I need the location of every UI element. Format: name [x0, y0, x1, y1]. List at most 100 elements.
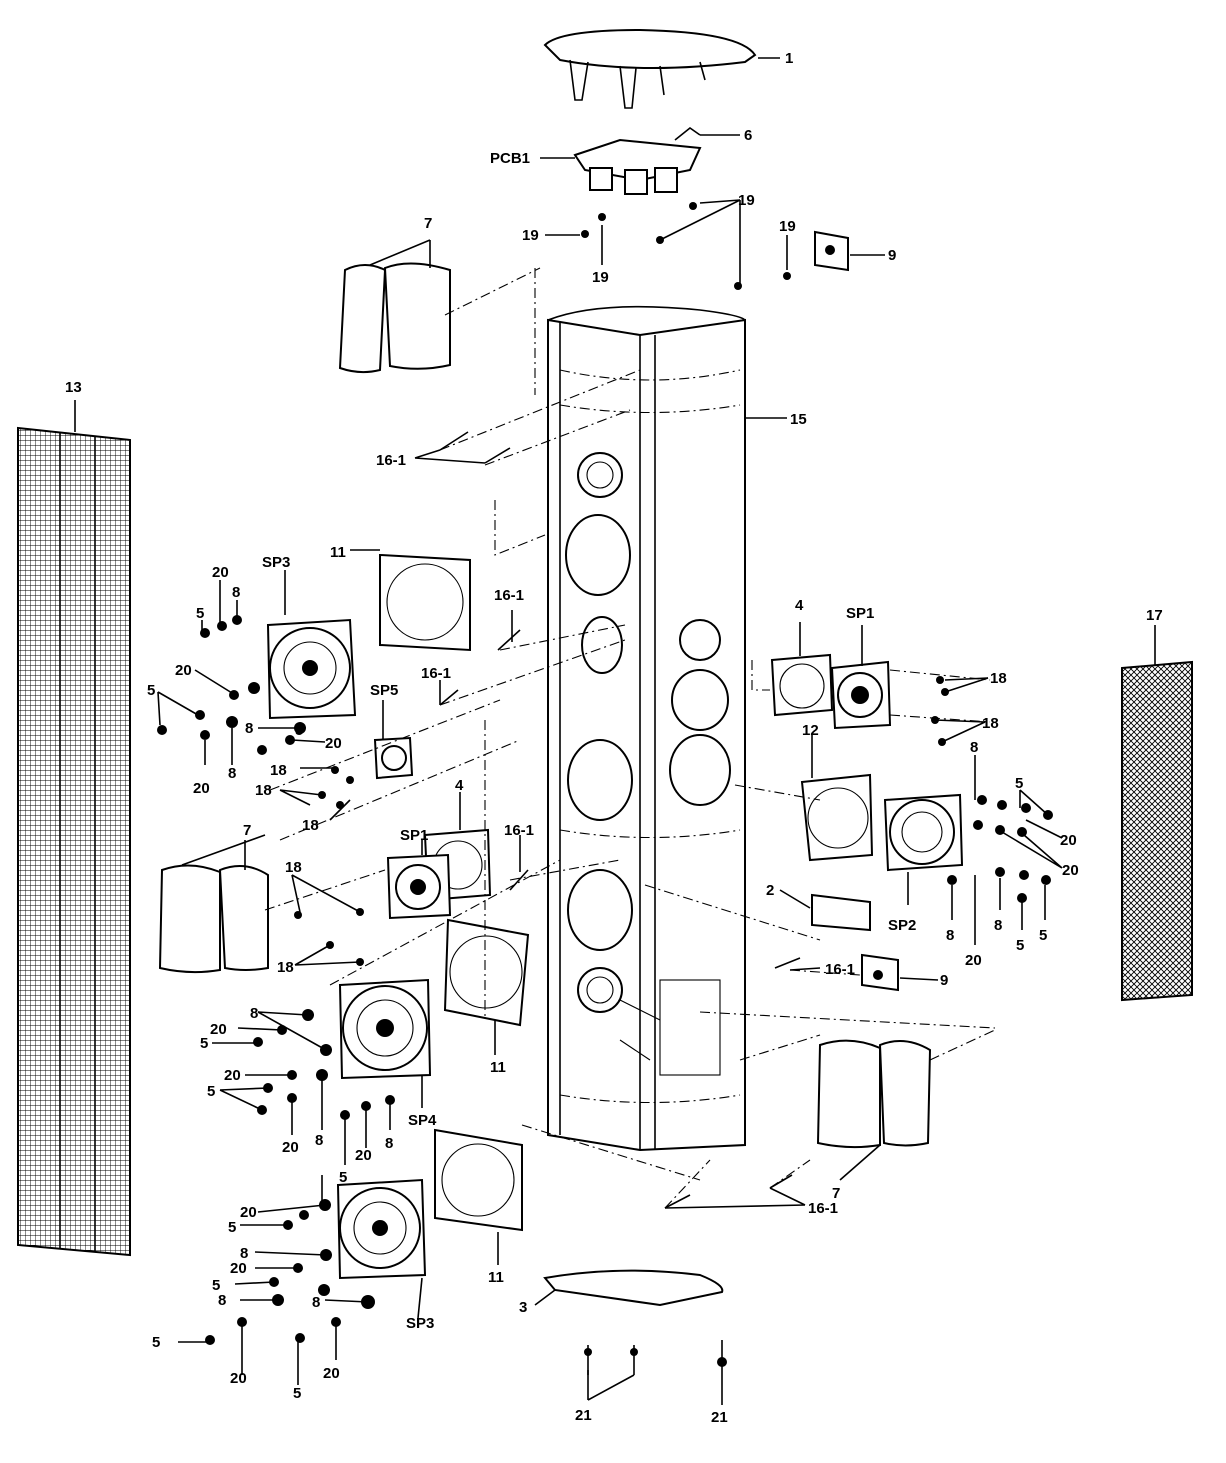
label-sp5: SP5 — [370, 682, 398, 699]
label-8-b: 8 — [245, 720, 253, 737]
label-20-j: 20 — [230, 1260, 247, 1277]
fasteners — [157, 202, 1053, 1345]
top-cap — [543, 28, 757, 109]
label-sp1-right: SP1 — [846, 605, 874, 622]
label-8-h: 8 — [218, 1292, 226, 1309]
label-19-b: 19 — [522, 227, 539, 244]
speaker-sp1-left — [386, 853, 452, 920]
label-13: 13 — [65, 379, 82, 396]
label-16-1-d: 16-1 — [504, 822, 534, 839]
label-8-f: 8 — [315, 1132, 323, 1149]
speaker-sp3-lower — [336, 1178, 427, 1280]
label-7-bottom: 7 — [832, 1185, 840, 1202]
label-12: 12 — [802, 722, 819, 739]
label-sp4: SP4 — [408, 1112, 437, 1129]
label-sp1-left: SP1 — [400, 827, 428, 844]
label-8-right: 8 — [970, 739, 978, 756]
label-18-e: 18 — [302, 817, 319, 834]
label-16-1-a: 16-1 — [376, 452, 406, 469]
speaker-sp5 — [373, 736, 414, 780]
foam-pad-mid — [158, 864, 269, 974]
speaker-sp1-right — [830, 660, 892, 730]
gasket-11-middle — [443, 918, 530, 1027]
gasket-12 — [800, 773, 874, 862]
wire-clips — [439, 431, 801, 1209]
gasket-11-upper — [379, 553, 471, 652]
label-18-f: 18 — [285, 859, 302, 876]
label-16-1-c: 16-1 — [421, 665, 451, 682]
label-20-b: 20 — [175, 662, 192, 679]
label-8-i: 8 — [312, 1294, 320, 1311]
label-5-c: 5 — [295, 722, 303, 739]
label-11-c: 11 — [488, 1269, 504, 1286]
label-18-c: 18 — [270, 762, 287, 779]
label-9-bottom: 9 — [940, 972, 948, 989]
callout-labels: 1 6 PCB1 7 19 19 19 19 9 13 15 16-1 11 S… — [65, 50, 1163, 1426]
label-plate-2 — [811, 893, 871, 932]
label-2: 2 — [766, 882, 774, 899]
label-21-a: 21 — [575, 1407, 592, 1424]
label-5-h: 5 — [212, 1277, 220, 1294]
label-sp3-a: SP3 — [262, 554, 290, 571]
front-grille — [17, 426, 131, 1257]
label-19-c: 19 — [592, 269, 609, 286]
label-sp3-b: SP3 — [406, 1315, 434, 1332]
label-18-a: 18 — [990, 670, 1007, 687]
label-11-b: 11 — [490, 1059, 506, 1076]
label-6: 6 — [744, 127, 752, 144]
label-20-i: 20 — [240, 1204, 257, 1221]
label-3: 3 — [519, 1299, 527, 1316]
label-18-b: 18 — [982, 715, 999, 732]
label-20-right-a: 20 — [1060, 832, 1077, 849]
label-8-e: 8 — [385, 1135, 393, 1152]
label-7-mid: 7 — [243, 822, 251, 839]
label-8-d: 8 — [250, 1005, 258, 1022]
speaker-sp4 — [338, 978, 432, 1080]
leader-lines — [74, 57, 1156, 1405]
label-8-g: 8 — [240, 1245, 248, 1262]
label-4-left: 4 — [455, 777, 464, 794]
assembly-lines — [264, 267, 996, 1209]
label-16-1-b: 16-1 — [494, 587, 524, 604]
terminal-9-top — [814, 230, 849, 272]
label-pcb1: PCB1 — [490, 150, 530, 167]
label-1: 1 — [785, 50, 793, 67]
label-5-f: 5 — [339, 1169, 347, 1186]
foam-pad-bottom — [816, 1039, 932, 1149]
label-20-d: 20 — [193, 780, 210, 797]
label-20-f: 20 — [224, 1067, 241, 1084]
label-20-right-b: 20 — [1062, 862, 1079, 879]
label-9-top: 9 — [888, 247, 896, 264]
label-20-a: 20 — [212, 564, 229, 581]
gasket-4-right — [770, 653, 834, 717]
label-17: 17 — [1146, 607, 1163, 624]
pcb1-board — [573, 127, 702, 195]
label-11-a: 11 — [330, 544, 346, 561]
screw-21 — [584, 1340, 727, 1385]
label-20-c: 20 — [325, 735, 342, 752]
label-5-right-c: 5 — [1016, 937, 1024, 954]
label-7-top: 7 — [424, 215, 432, 232]
label-20-e: 20 — [210, 1021, 227, 1038]
label-20-h: 20 — [355, 1147, 372, 1164]
label-20-k: 20 — [323, 1365, 340, 1382]
label-sp2: SP2 — [888, 917, 916, 934]
label-5-b: 5 — [147, 682, 155, 699]
bottom-cap-3 — [543, 1269, 724, 1307]
label-8-right-c: 8 — [994, 917, 1002, 934]
label-16-1-e: 16-1 — [825, 961, 855, 978]
label-5-d: 5 — [200, 1035, 208, 1052]
label-5-g: 5 — [228, 1219, 236, 1236]
label-4-right: 4 — [795, 597, 804, 614]
label-8-right-b: 8 — [946, 927, 954, 944]
label-16-1-f: 16-1 — [808, 1200, 838, 1217]
label-21-b: 21 — [711, 1409, 728, 1426]
label-19-a: 19 — [738, 192, 755, 209]
label-5-j: 5 — [293, 1385, 301, 1402]
label-5-e: 5 — [207, 1083, 215, 1100]
label-18-g: 18 — [277, 959, 294, 976]
gasket-11-lower — [434, 1128, 523, 1232]
label-18-d: 18 — [255, 782, 272, 799]
label-20-l: 20 — [230, 1370, 247, 1387]
